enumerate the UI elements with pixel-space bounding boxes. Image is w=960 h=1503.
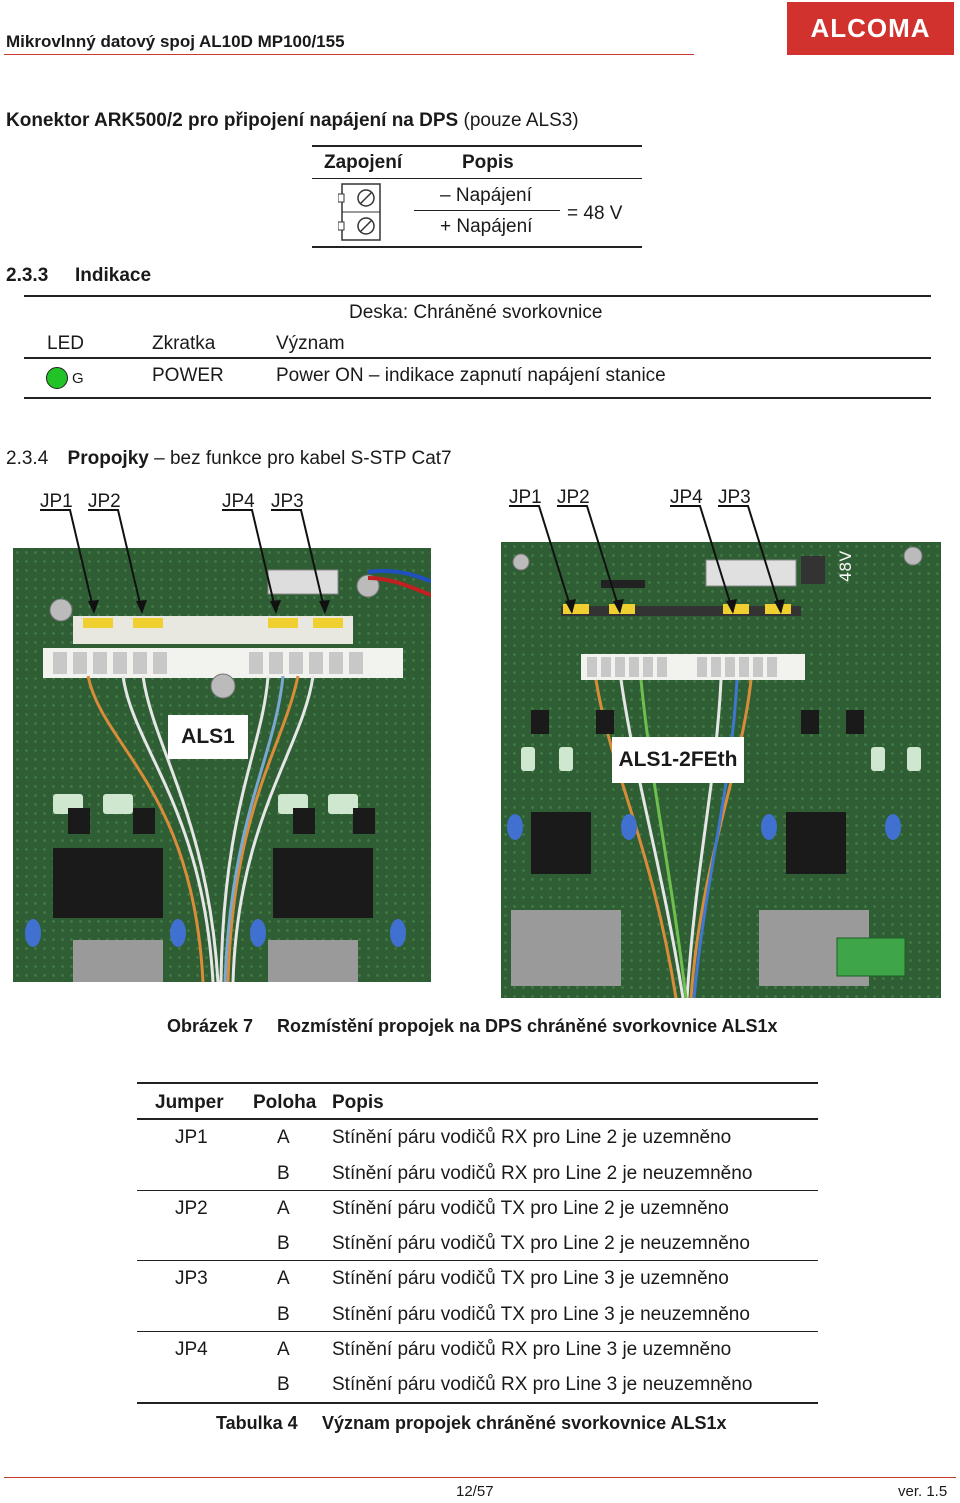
propojky-number: 2.3.4 xyxy=(6,448,49,469)
table-row-8-poloha: B xyxy=(277,1374,290,1395)
label-left-jp3: JP3 xyxy=(271,491,304,512)
table-row-7-popis: Stínění páru vodičů RX pro Line 3 je uze… xyxy=(332,1339,732,1360)
board-label-als1-2feth: ALS1-2FEth xyxy=(612,737,744,783)
propojky-subtitle: – bez funkce pro kabel S-STP Cat7 xyxy=(154,448,452,469)
svg-text:48V: 48V xyxy=(836,551,855,582)
connector-heading-bold: Konektor ARK500/2 pro připojení napájení… xyxy=(6,110,459,131)
connector-table-top-rule xyxy=(312,145,642,147)
table-row-1-popis: Stínění páru vodičů RX pro Line 2 je uze… xyxy=(332,1127,732,1148)
label-right-jp1: JP1 xyxy=(509,487,542,508)
jumper-col-jumper: Jumper xyxy=(155,1092,224,1113)
table-row-1-jumper: JP1 xyxy=(175,1127,208,1148)
table-caption-text: Význam propojek chráněné svorkovnice ALS… xyxy=(322,1413,727,1433)
indikace-table-bottom-rule xyxy=(24,397,931,399)
table-row-3-poloha: A xyxy=(277,1198,290,1219)
pcb-photo-als1: ALS1 xyxy=(13,548,431,982)
label-left-jp4: JP4 xyxy=(222,491,255,512)
table-row-2-popis: Stínění páru vodičů RX pro Line 2 je neu… xyxy=(332,1163,753,1184)
connector-row-divider xyxy=(414,210,560,211)
indikace-row-vyznam: Power ON – indikace zapnutí napájení sta… xyxy=(276,365,666,386)
connector-voltage: = 48 V xyxy=(567,203,623,224)
jumper-table-header-rule xyxy=(137,1118,818,1120)
connector-heading: Konektor ARK500/2 pro připojení napájení… xyxy=(6,110,579,132)
document-version: ver. 1.5 xyxy=(898,1483,948,1500)
jumper-pointer-lines xyxy=(40,505,785,614)
label-left-jp1: JP1 xyxy=(40,491,73,512)
table-row-7-poloha: A xyxy=(277,1339,290,1360)
board-label-als1: ALS1 xyxy=(168,715,248,759)
led-letter: G xyxy=(72,370,84,387)
jumper-col-popis: Popis xyxy=(332,1092,384,1113)
connector-col-popis: Popis xyxy=(462,152,514,173)
table-row-2-poloha: B xyxy=(277,1163,290,1184)
power-led-icon xyxy=(46,367,68,389)
indikace-col-led: LED xyxy=(47,333,84,354)
footer-rule xyxy=(4,1477,956,1478)
jumper-table-rule-jp1 xyxy=(137,1190,818,1191)
indikace-col-zkratka: Zkratka xyxy=(152,333,216,354)
alcoma-logo: ALCOMA xyxy=(787,2,954,55)
indikace-number: 2.3.3 xyxy=(6,265,49,286)
pcb-als1-2feth-drawing: 48V xyxy=(507,546,923,998)
table-row-5-poloha: A xyxy=(277,1268,290,1289)
pcb-als1-drawing xyxy=(25,568,431,982)
jumper-table-rule-jp2 xyxy=(137,1260,818,1261)
table-row-1-poloha: A xyxy=(277,1127,290,1148)
table-row-8-popis: Stínění páru vodičů RX pro Line 3 je neu… xyxy=(332,1374,753,1395)
figure-caption-number: Obrázek 7 xyxy=(167,1016,254,1036)
connector-col-zapojeni: Zapojení xyxy=(324,152,403,173)
table-row-6-popis: Stínění páru vodičů TX pro Line 3 je neu… xyxy=(332,1304,750,1325)
label-right-jp2: JP2 xyxy=(557,487,590,508)
table-row-3-popis: Stínění páru vodičů TX pro Line 2 je uze… xyxy=(332,1198,729,1219)
propojky-heading: 2.3.4 Propojky – bez funkce pro kabel S-… xyxy=(6,448,452,470)
pcb-photo-als1-2feth: 48V ALS1-2FEth xyxy=(501,542,941,998)
indikace-row-zkratka: POWER xyxy=(152,365,224,386)
label-left-jp2: JP2 xyxy=(88,491,121,512)
jumper-table-top-rule xyxy=(137,1082,818,1084)
table-row-4-popis: Stínění páru vodičů TX pro Line 2 je neu… xyxy=(332,1233,750,1254)
table-row-7-jumper: JP4 xyxy=(175,1339,208,1360)
header-rule xyxy=(4,54,694,55)
propojky-title: Propojky xyxy=(67,448,149,469)
figure-caption-text: Rozmístění propojek na DPS chráněné svor… xyxy=(277,1016,778,1036)
label-right-jp4: JP4 xyxy=(670,487,703,508)
indikace-table-header-rule xyxy=(24,357,931,359)
connector-heading-note: (pouze ALS3) xyxy=(463,110,579,131)
table-row-6-poloha: B xyxy=(277,1304,290,1325)
connector-table-bottom-rule xyxy=(312,246,642,248)
indikace-title: Indikace xyxy=(75,265,152,286)
indikace-col-vyznam: Význam xyxy=(276,333,345,354)
connector-row-plus: + Napájení xyxy=(440,216,533,237)
document-title: Mikrovlnný datový spoj AL10D MP100/155 xyxy=(6,32,345,51)
indikace-deska: Deska: Chráněné svorkovnice xyxy=(349,302,603,323)
table-row-4-poloha: B xyxy=(277,1233,290,1254)
jumper-col-poloha: Poloha xyxy=(253,1092,317,1113)
page-number: 12/57 xyxy=(456,1483,494,1500)
terminal-block-icon xyxy=(338,183,381,241)
indikace-table-top-rule xyxy=(24,295,931,297)
jumper-table-bottom-rule xyxy=(137,1402,818,1404)
connector-row-minus: – Napájení xyxy=(440,185,532,206)
connector-table-header-rule xyxy=(312,178,642,179)
table-row-5-popis: Stínění páru vodičů TX pro Line 3 je uze… xyxy=(332,1268,729,1289)
label-right-jp3: JP3 xyxy=(718,487,751,508)
table-row-5-jumper: JP3 xyxy=(175,1268,208,1289)
table-caption-number: Tabulka 4 xyxy=(216,1413,298,1433)
jumper-table-rule-jp3 xyxy=(137,1331,818,1332)
table-row-3-jumper: JP2 xyxy=(175,1198,208,1219)
